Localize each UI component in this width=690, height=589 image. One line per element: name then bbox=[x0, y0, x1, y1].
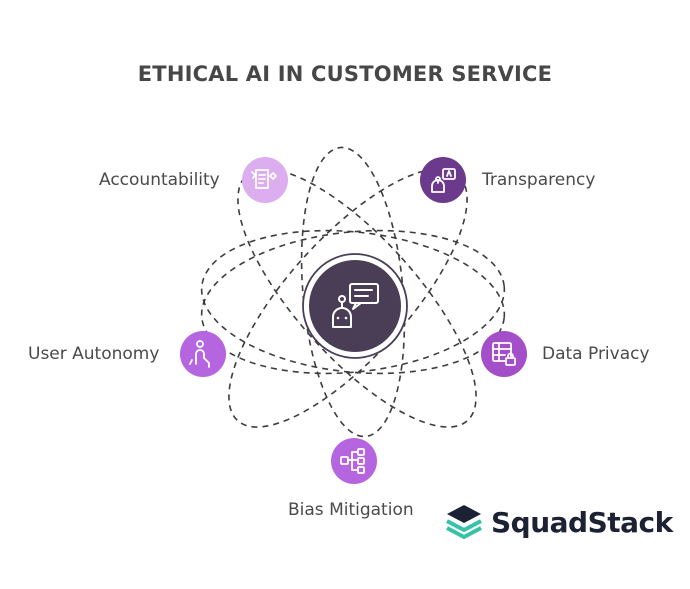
logo-wordmark: SquadStack bbox=[491, 506, 673, 539]
orbit-horizontal-a bbox=[200, 229, 506, 375]
label-bias-mitigation: Bias Mitigation bbox=[288, 500, 414, 520]
center-node bbox=[302, 253, 408, 359]
node-data-privacy bbox=[481, 331, 527, 377]
orbit-horizontal-b bbox=[200, 229, 506, 375]
ai-chatbot-icon bbox=[332, 283, 379, 328]
label-user-autonomy: User Autonomy bbox=[28, 344, 160, 364]
node-bias-mitigation bbox=[331, 438, 377, 484]
label-data-privacy: Data Privacy bbox=[542, 344, 650, 364]
orbit-diagonal-b bbox=[237, 168, 477, 428]
node-accountability bbox=[242, 157, 288, 203]
squadstack-logo-icon bbox=[446, 505, 482, 539]
diagram-title: ETHICAL AI IN CUSTOMER SERVICE bbox=[137, 62, 553, 86]
bias-mitigation-icon bbox=[340, 448, 365, 474]
data-privacy-icon bbox=[492, 342, 516, 366]
user-autonomy-icon bbox=[189, 340, 210, 368]
node-transparency bbox=[420, 157, 466, 203]
node-user-autonomy bbox=[180, 331, 226, 377]
label-transparency: Transparency bbox=[482, 170, 596, 190]
accountability-icon bbox=[251, 169, 277, 189]
label-accountability: Accountability bbox=[99, 170, 220, 190]
transparency-icon bbox=[431, 168, 456, 193]
